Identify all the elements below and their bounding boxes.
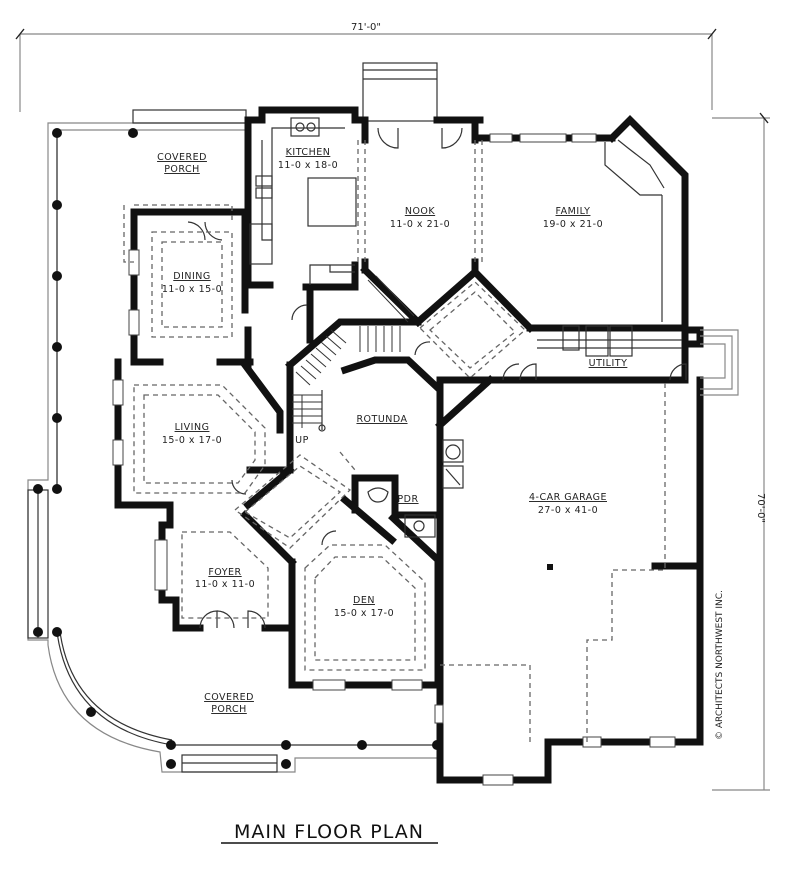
svg-text:COVERED: COVERED <box>204 692 254 703</box>
depth-dimension-label: 70'-0" <box>755 493 766 523</box>
svg-text:19-0 x 21-0: 19-0 x 21-0 <box>543 219 603 230</box>
svg-text:NOOK: NOOK <box>405 206 436 217</box>
porch-outline <box>27 122 438 773</box>
svg-text:MAIN FLOOR PLAN: MAIN FLOOR PLAN <box>234 821 424 843</box>
room-den: DEN 15-0 x 17-0 <box>334 595 394 619</box>
svg-text:27-0 x 41-0: 27-0 x 41-0 <box>538 505 598 516</box>
nook-bay <box>362 62 438 122</box>
porch-columns <box>33 128 442 769</box>
interior-walls <box>240 116 535 545</box>
stair-up-label: UP <box>295 435 309 446</box>
porch-bench <box>132 109 247 124</box>
svg-text:PORCH: PORCH <box>164 164 200 175</box>
doors <box>187 127 687 629</box>
room-covered-porch-bottom: COVERED PORCH <box>204 692 254 715</box>
svg-text:11-0 x 11-0: 11-0 x 11-0 <box>195 579 255 590</box>
copyright-text: © ARCHITECTS NORTHWEST INC. <box>715 590 725 740</box>
room-nook: NOOK 11-0 x 21-0 <box>390 206 450 230</box>
room-pdr: PDR <box>397 494 418 505</box>
plan-title: MAIN FLOOR PLAN <box>221 821 438 844</box>
svg-text:11-0 x 18-0: 11-0 x 18-0 <box>278 160 338 171</box>
room-family: FAMILY 19-0 x 21-0 <box>543 206 603 230</box>
svg-text:DEN: DEN <box>353 595 375 606</box>
svg-text:ROTUNDA: ROTUNDA <box>356 414 407 425</box>
svg-text:KITCHEN: KITCHEN <box>286 147 331 158</box>
room-garage: 4-CAR GARAGE 27-0 x 41-0 <box>529 492 607 516</box>
svg-text:15-0 x 17-0: 15-0 x 17-0 <box>162 435 222 446</box>
svg-text:COVERED: COVERED <box>157 152 207 163</box>
fixtures: UP <box>249 117 739 570</box>
depth-dimension: 70'-0" <box>712 112 770 791</box>
room-dining: DINING 11-0 x 15-0 <box>162 271 222 295</box>
room-utility: UTILITY <box>589 358 628 369</box>
svg-text:4-CAR GARAGE: 4-CAR GARAGE <box>529 492 607 503</box>
svg-text:PDR: PDR <box>397 494 418 505</box>
svg-text:11-0 x 15-0: 11-0 x 15-0 <box>162 284 222 295</box>
room-foyer: FOYER 11-0 x 11-0 <box>195 567 255 590</box>
svg-text:PORCH: PORCH <box>211 704 247 715</box>
room-kitchen: KITCHEN 11-0 x 18-0 <box>278 147 338 171</box>
ceiling-outlines <box>123 204 666 742</box>
width-dimension-label: 71'-0" <box>351 22 381 33</box>
room-living: LIVING 15-0 x 17-0 <box>162 422 222 446</box>
svg-text:FOYER: FOYER <box>208 567 241 578</box>
svg-text:UTILITY: UTILITY <box>589 358 628 369</box>
room-rotunda: ROTUNDA <box>356 414 407 425</box>
width-dimension: 71'-0" <box>15 22 717 112</box>
svg-text:DINING: DINING <box>173 271 211 282</box>
svg-text:FAMILY: FAMILY <box>556 206 591 217</box>
room-labels: COVERED PORCH KITCHEN 11-0 x 18-0 NOOK 1… <box>157 147 627 715</box>
svg-text:11-0 x 21-0: 11-0 x 21-0 <box>390 219 450 230</box>
svg-text:15-0 x 17-0: 15-0 x 17-0 <box>334 608 394 619</box>
room-covered-porch-top: COVERED PORCH <box>157 152 207 175</box>
svg-text:LIVING: LIVING <box>175 422 210 433</box>
